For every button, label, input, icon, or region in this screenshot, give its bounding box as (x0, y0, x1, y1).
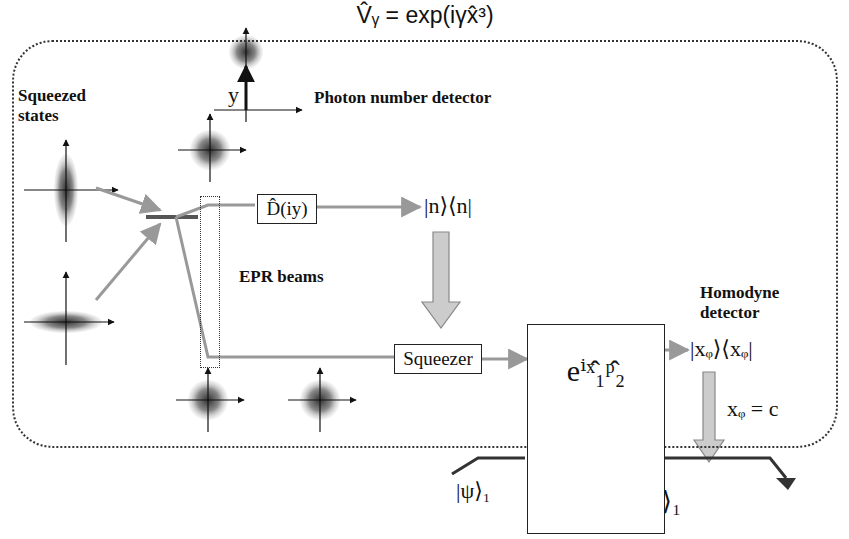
gate-box: eⁱˣ̂₁ᵖ̂₂ (527, 324, 665, 534)
input-mode (452, 458, 525, 474)
operator-box: D̂(iy) (257, 194, 316, 224)
process-box: Squeezer (394, 344, 482, 374)
title: V̂ᵧ = exp(iγx̂³) (14, 2, 836, 29)
phase-plot (178, 114, 246, 182)
node-label: D̂(iy) (266, 198, 307, 220)
condition-label: xᵩ = c (724, 396, 782, 422)
squeezed-plot (24, 272, 114, 365)
node-label: EPR beams (239, 267, 324, 287)
projector-label: |xᵩ⟩⟨xᵩ| (690, 336, 753, 362)
output-arrowhead (776, 478, 796, 490)
beam (96, 224, 160, 300)
projector-label: |n⟩⟨n| (424, 193, 472, 219)
output-mode (663, 458, 786, 478)
feed-forward-arrow (422, 232, 460, 328)
displacement-plot (214, 28, 302, 122)
feed-forward-arrow (694, 372, 724, 462)
phase-plot (176, 368, 244, 432)
detector-label: Photon number detector (314, 88, 491, 108)
state-label: |ψ⟩₁ (456, 478, 490, 504)
node-label: eⁱˣ̂₁ᵖ̂₂ (528, 353, 664, 388)
section-label: Squeezed states (18, 86, 128, 126)
beam (316, 206, 420, 209)
beam (176, 205, 255, 217)
node-label: Squeezer (403, 348, 473, 370)
beam (663, 349, 688, 352)
detector-label: Homodyne detector (700, 283, 820, 323)
phase-plot (288, 368, 356, 432)
beam-splitter (146, 215, 198, 219)
beam-connector (482, 358, 527, 361)
beam (176, 217, 395, 357)
axis-label: y (228, 82, 239, 108)
beam (96, 188, 160, 210)
epr-bracket: EPR beams (200, 196, 220, 368)
